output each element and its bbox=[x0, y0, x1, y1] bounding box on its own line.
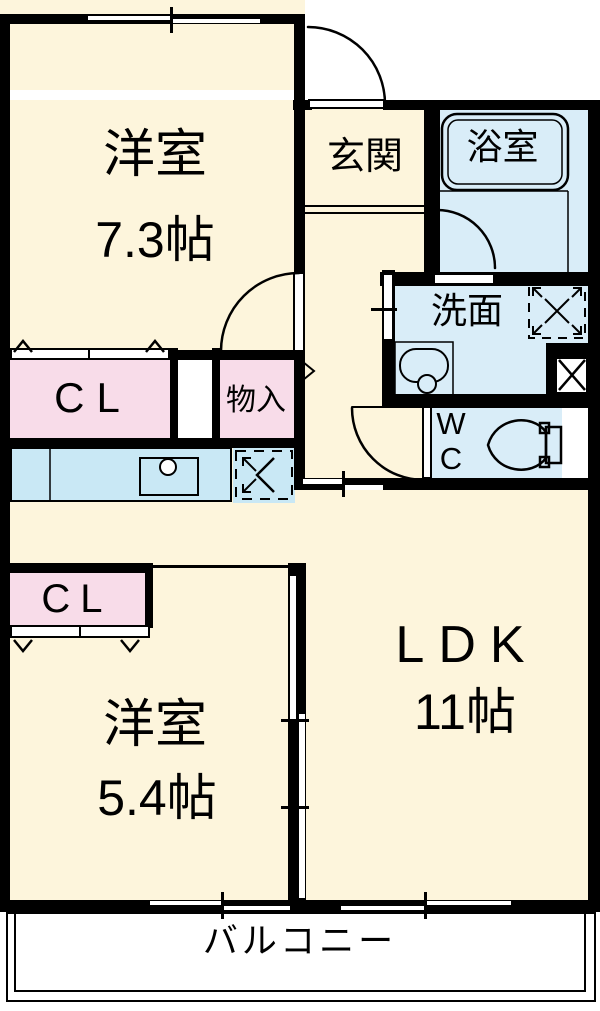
bedroom2-size-label: 5.4帖 bbox=[97, 770, 217, 826]
closet1-door-divider bbox=[88, 350, 90, 358]
ldk-size-label: 11帖 bbox=[414, 684, 516, 740]
wall-closet-niche-top bbox=[170, 350, 220, 360]
wall-ps-side bbox=[546, 343, 557, 395]
wall-right bbox=[588, 100, 600, 912]
entrance-step-line-1 bbox=[305, 205, 424, 207]
closet2-area bbox=[10, 571, 147, 627]
storage-label: 物入 bbox=[226, 384, 286, 417]
window-bedroom1-mullion bbox=[170, 7, 173, 33]
kitchen-counter bbox=[10, 447, 232, 502]
bedroom2-sliding-pane1 bbox=[289, 575, 297, 723]
wall-left bbox=[0, 14, 10, 912]
wall-closet-niche-east bbox=[212, 348, 220, 442]
wall-washroom-south bbox=[382, 394, 600, 408]
wc-label-line1: W bbox=[436, 406, 466, 441]
bedroom1-door-leaf bbox=[293, 272, 305, 352]
wall-hall-west-upper bbox=[294, 24, 305, 274]
window-ldk-pane1 bbox=[341, 906, 425, 910]
bedroom1-size-label: 7.3帖 bbox=[95, 212, 215, 268]
balcony-floor bbox=[14, 912, 586, 992]
balcony-label: バルコニー bbox=[202, 922, 398, 961]
wall-top-right bbox=[383, 100, 600, 110]
entrance-step-line-2 bbox=[305, 212, 424, 214]
window-bedroom1-pane1 bbox=[88, 16, 170, 20]
wall-closet2-top bbox=[0, 563, 152, 573]
closet1-label: CL bbox=[54, 374, 132, 421]
bedroom2-sliding-tick2 bbox=[281, 806, 309, 809]
wc-label: W C bbox=[430, 406, 472, 476]
bedroom1-name-label: 洋室 bbox=[102, 126, 207, 184]
pipe-space-box bbox=[555, 357, 588, 394]
wall-ps-band bbox=[546, 343, 600, 357]
entrance-door-arc bbox=[306, 25, 387, 106]
closet1-area bbox=[10, 358, 172, 440]
closet2-label: CL bbox=[41, 577, 113, 621]
entrance-label: 玄関 bbox=[326, 136, 403, 178]
bathroom-door-leaf bbox=[433, 273, 495, 285]
window-bedroom2-pane1 bbox=[150, 901, 222, 905]
bedroom2-name-label: 洋室 bbox=[102, 696, 207, 754]
bathroom-label: 浴室 bbox=[466, 126, 539, 167]
closet2-door-divider bbox=[79, 627, 81, 636]
bedroom2-sliding-tick1 bbox=[281, 719, 309, 722]
wc-side-space bbox=[562, 404, 588, 480]
line-bedroom2-alcove bbox=[152, 565, 290, 568]
washroom-door-gap bbox=[384, 275, 392, 339]
ldk-door-pane2 bbox=[343, 485, 383, 490]
ldk-door-tick bbox=[342, 471, 345, 497]
window-bedroom2-pane2 bbox=[224, 906, 290, 910]
wall-hall-west-lower bbox=[294, 349, 305, 490]
wc-label-line2: C bbox=[439, 441, 463, 476]
refrigerator-space bbox=[233, 448, 295, 503]
wall-closet2-east bbox=[145, 563, 153, 628]
closet-niche bbox=[178, 360, 212, 438]
entrance-door-leaf bbox=[308, 99, 385, 109]
window-bedroom2-mullion bbox=[221, 892, 224, 919]
window-bedroom1-pane2 bbox=[173, 19, 260, 23]
washroom-label: 洗面 bbox=[430, 290, 503, 331]
washroom-door-tick bbox=[371, 308, 397, 311]
ldk-door-pane1 bbox=[303, 479, 345, 484]
wall-closet1-south bbox=[0, 438, 305, 448]
storage-area bbox=[216, 358, 296, 440]
wall-closet-niche-west bbox=[170, 348, 178, 442]
window-ldk-mullion bbox=[424, 892, 427, 919]
wall-storage-top bbox=[218, 350, 305, 360]
closet1-door-bar bbox=[10, 348, 170, 360]
ldk-name-label: LDK bbox=[395, 616, 539, 674]
window-ldk-pane2 bbox=[427, 901, 511, 905]
